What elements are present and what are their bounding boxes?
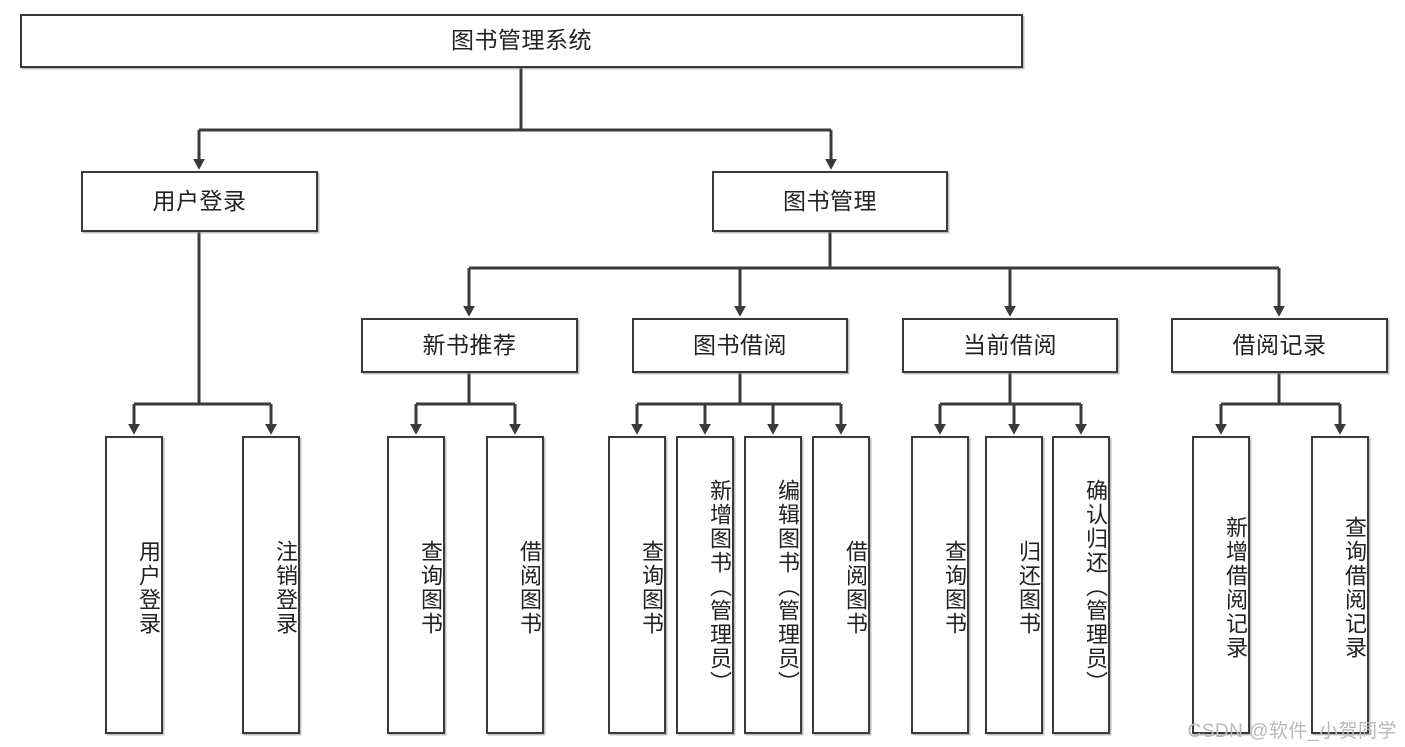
leaf-node-query-book-borrow[interactable]: 查询图书 (608, 436, 666, 734)
leaf-node-add-book-admin[interactable]: 新增图书（管理员） (676, 436, 734, 734)
node-current-borrow[interactable]: 当前借阅 (902, 318, 1118, 373)
node-root-system[interactable]: 图书管理系统 (20, 14, 1023, 68)
node-user-login[interactable]: 用户登录 (81, 171, 318, 232)
leaf-node-add-borrow-record[interactable]: 新增借阅记录 (1192, 436, 1250, 734)
leaf-node-query-borrow-record[interactable]: 查询借阅记录 (1311, 436, 1369, 734)
node-book-borrow[interactable]: 图书借阅 (632, 318, 848, 373)
leaf-node-return-book[interactable]: 归还图书 (985, 436, 1043, 734)
node-new-book-recommend[interactable]: 新书推荐 (361, 318, 578, 373)
leaf-node-borrow-book-newbook[interactable]: 借阅图书 (486, 436, 544, 734)
leaf-node-query-book-newbook[interactable]: 查询图书 (387, 436, 445, 734)
node-book-management[interactable]: 图书管理 (712, 171, 948, 232)
leaf-node-query-book-current[interactable]: 查询图书 (911, 436, 969, 734)
leaf-node-confirm-return-admin[interactable]: 确认归还（管理员） (1052, 436, 1110, 734)
leaf-node-logout[interactable]: 注销登录 (242, 436, 300, 734)
leaf-node-borrow-book[interactable]: 借阅图书 (812, 436, 870, 734)
leaf-node-edit-book-admin[interactable]: 编辑图书（管理员） (744, 436, 802, 734)
leaf-node-user-login[interactable]: 用户登录 (105, 436, 163, 734)
node-borrow-record[interactable]: 借阅记录 (1171, 318, 1388, 373)
